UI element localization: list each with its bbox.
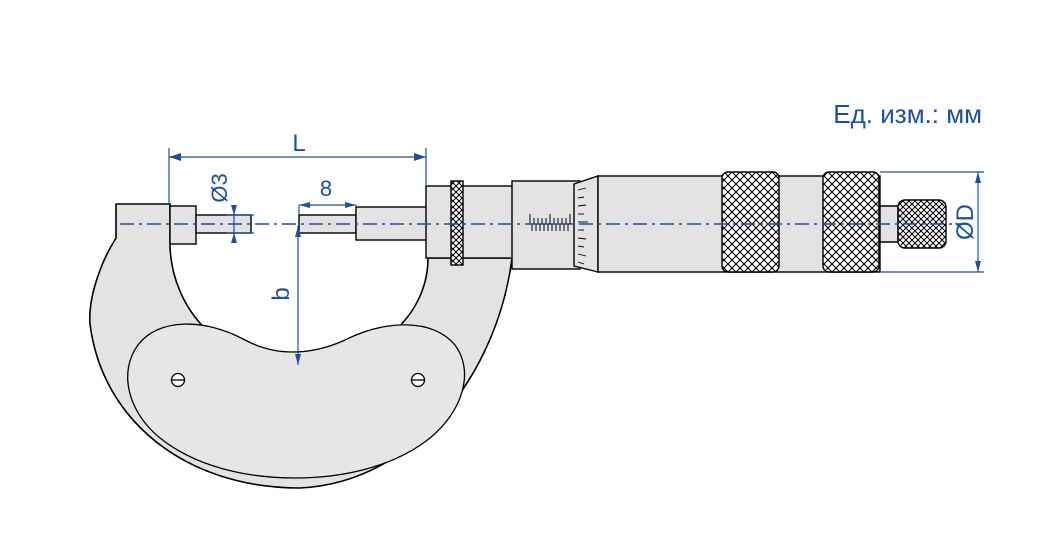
frame-inner-plate (127, 323, 466, 479)
dimension-thimble-diameter (880, 171, 984, 273)
sleeve (511, 180, 581, 270)
screw-right-icon (410, 372, 426, 388)
dimension-spindle-length (298, 202, 357, 215)
frame-hub (425, 185, 515, 259)
dimension-anvil-diameter (226, 205, 254, 243)
dimension-L (168, 148, 427, 204)
anvil-base (169, 205, 197, 245)
dimension-L-label: L (292, 130, 305, 157)
units-label: Ед. изм.: мм (833, 99, 982, 129)
dimension-spindle-length-label: 8 (320, 176, 332, 201)
thimble-scale (577, 187, 588, 265)
dimension-b (295, 226, 301, 365)
thimble-knurl-left (721, 171, 780, 273)
lock-ring (450, 180, 464, 266)
dimension-b-label: b (268, 287, 295, 300)
thimble-knurl-right (822, 171, 880, 273)
dimension-thimble-diameter-label: ØD (952, 204, 979, 240)
dimension-anvil-diameter-label: Ø3 (207, 173, 232, 202)
screw-left-icon (170, 372, 186, 388)
